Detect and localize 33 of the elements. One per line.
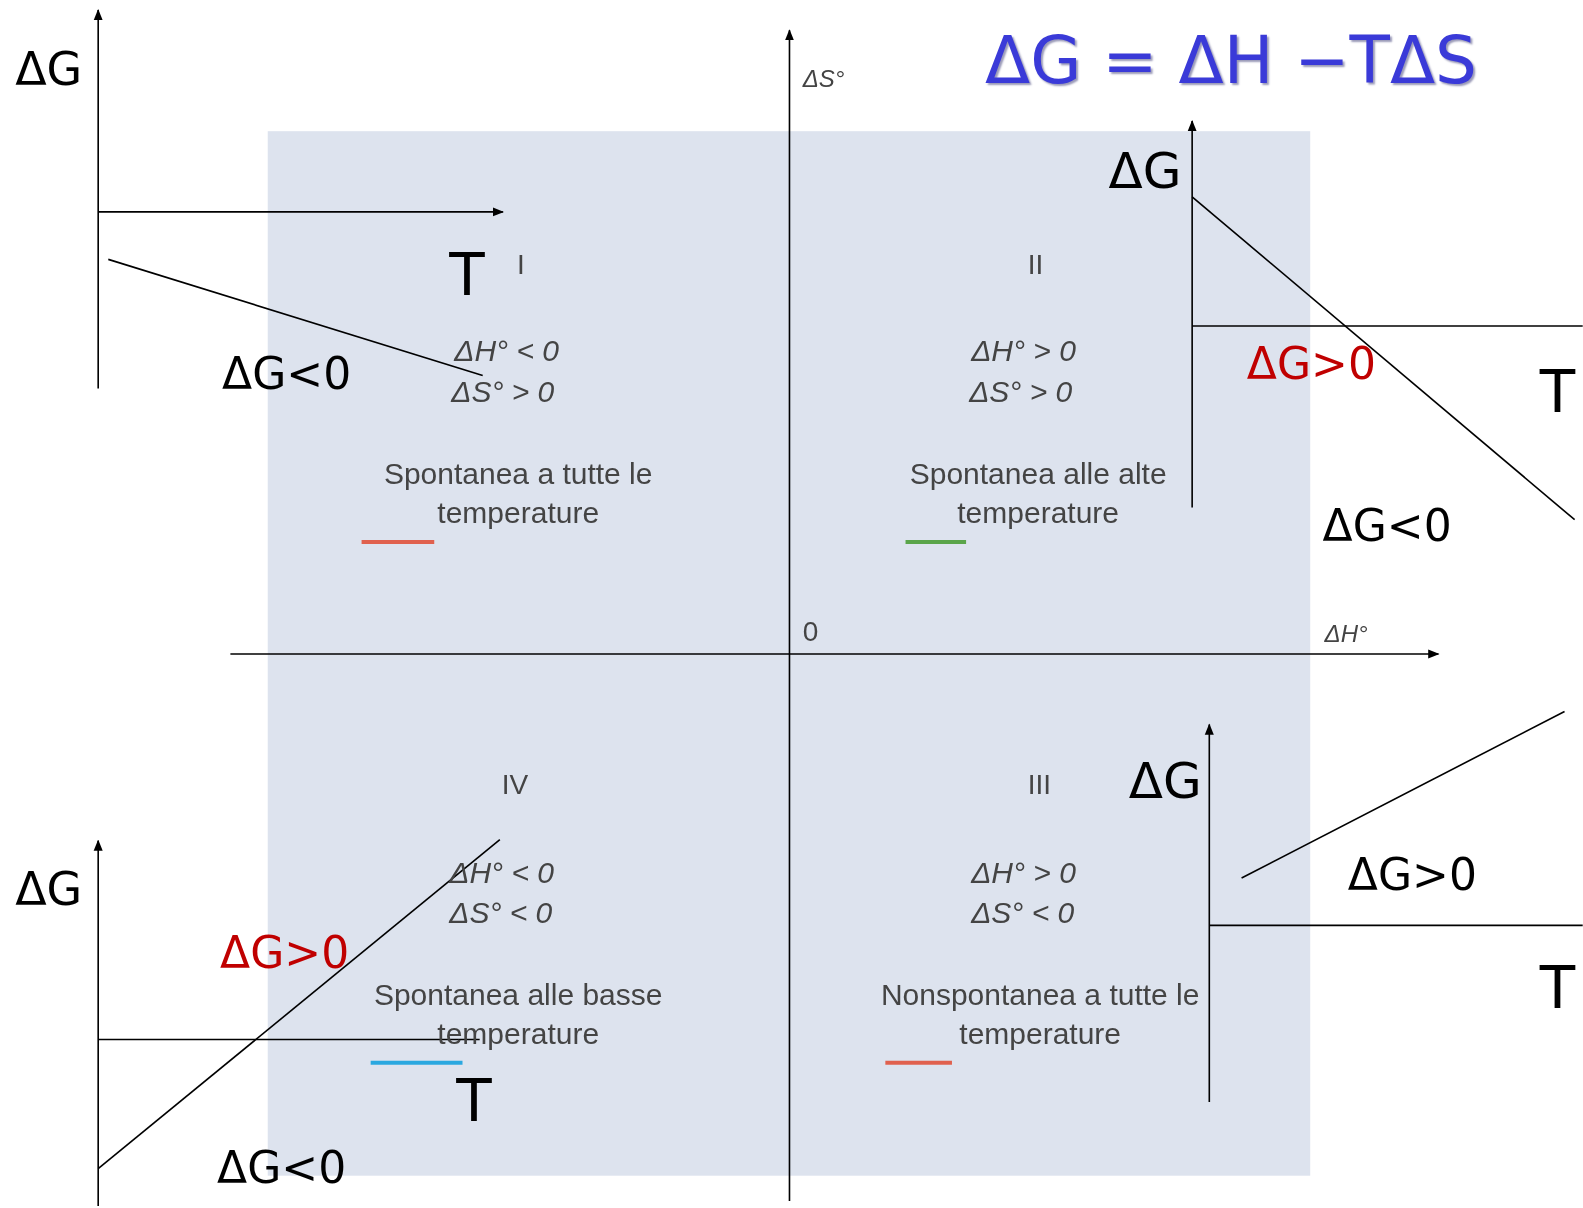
equation-title: ΔG = ΔH −TΔS	[985, 22, 1477, 99]
math-label: T	[456, 1066, 492, 1138]
math-label: ΔG>0	[1347, 848, 1477, 903]
axis-label: ΔS° > 0	[969, 373, 1073, 410]
quadrant-text: IV	[501, 768, 529, 803]
quadrant-text: III	[1027, 768, 1052, 803]
quadrant-text: Spontanea alle alte temperature	[908, 456, 1168, 532]
math-label: T	[1539, 953, 1576, 1025]
math-label: ΔG>0	[1246, 337, 1376, 392]
quadrant-text: I	[516, 248, 525, 283]
quadrant-text: Nonspontanea a tutte le temperature	[879, 977, 1201, 1053]
math-label: ΔG	[1108, 141, 1182, 203]
math-label: ΔG	[15, 861, 83, 919]
axis-label: ΔH° < 0	[454, 333, 559, 370]
math-label: T	[449, 240, 485, 312]
axis-label: ΔH° > 0	[971, 855, 1076, 892]
math-label: ΔG	[1128, 751, 1202, 813]
axis-label: ΔS° < 0	[971, 895, 1075, 932]
quadrant-text: 0	[802, 614, 819, 649]
axis-label: ΔS° > 0	[451, 373, 555, 410]
math-label: ΔG<0	[217, 1140, 347, 1195]
math-label: ΔG<0	[222, 347, 352, 402]
axis-label: ΔS° < 0	[449, 895, 553, 932]
math-label: T	[1539, 357, 1576, 429]
axis-label: ΔS°	[802, 63, 845, 94]
quadrant-text: Spontanea a tutte le temperature	[382, 456, 654, 532]
axis-label: ΔH° > 0	[971, 333, 1076, 370]
math-label: ΔG>0	[220, 925, 350, 980]
quadrant-text: II	[1027, 248, 1044, 283]
axis-label: ΔH°	[1324, 618, 1368, 649]
math-label: ΔG	[15, 41, 83, 99]
quadrant-text: Spontanea alle basse temperature	[372, 977, 664, 1053]
math-label: ΔG<0	[1322, 498, 1452, 553]
